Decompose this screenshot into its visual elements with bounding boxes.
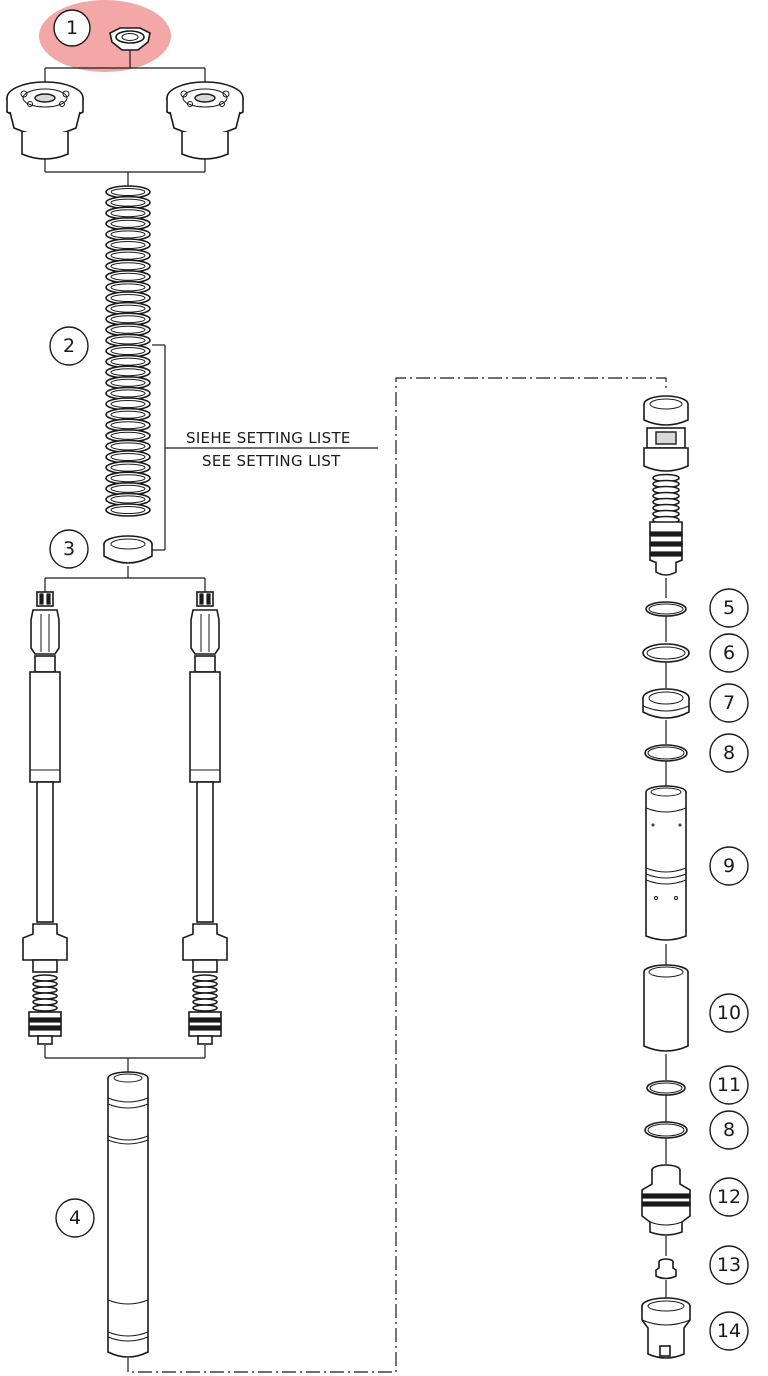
part-10-tube (643, 964, 689, 1080)
part-5-o-ring (645, 601, 687, 642)
callout-8-upper: 8 (709, 733, 749, 773)
part-6-ring (642, 643, 690, 688)
part-8-o-ring-lower (644, 1121, 688, 1164)
svg-text:7: 7 (723, 692, 735, 714)
svg-text:12: 12 (717, 1186, 741, 1208)
callout-1: 1 (53, 9, 91, 47)
svg-text:14: 14 (717, 1320, 741, 1342)
part-3-spring-seat (44, 535, 206, 592)
svg-text:3: 3 (63, 538, 75, 560)
part-11-o-ring (646, 1080, 686, 1122)
svg-text:11: 11 (717, 1074, 741, 1096)
callout-5: 5 (709, 588, 749, 628)
part-2-spring (105, 185, 151, 517)
part-12-base-valve (641, 1164, 691, 1256)
callout-7: 7 (709, 683, 749, 723)
svg-text:8: 8 (723, 742, 735, 764)
part-13-nut (655, 1258, 677, 1298)
svg-text:10: 10 (717, 1002, 741, 1024)
callout-6: 6 (709, 633, 749, 673)
part-8-o-ring-upper (644, 744, 688, 786)
svg-text:4: 4 (69, 1207, 81, 1229)
callout-11: 11 (709, 1065, 749, 1105)
part-1-nut-and-caps (6, 27, 244, 186)
callout-4: 4 (55, 1198, 95, 1238)
callout-14: 14 (709, 1311, 749, 1351)
damper-cartridge-left (22, 591, 68, 1045)
callout-13: 13 (709, 1245, 749, 1285)
setting-note-line-2: SEE SETTING LIST (202, 452, 341, 470)
setting-bracket (152, 344, 378, 551)
part-4-cartridge-tube (107, 1071, 149, 1358)
part-9-sleeve (645, 785, 687, 966)
callout-12: 12 (709, 1177, 749, 1217)
callout-10: 10 (709, 993, 749, 1033)
svg-text:8: 8 (723, 1119, 735, 1141)
setting-note-line-1: SIEHE SETTING LISTE (186, 429, 351, 447)
valve-assembly-top (643, 395, 689, 598)
svg-text:13: 13 (717, 1254, 741, 1276)
callout-3: 3 (49, 529, 89, 569)
cartridge-bracket (44, 1045, 206, 1074)
svg-text:5: 5 (723, 597, 735, 619)
svg-text:2: 2 (63, 335, 75, 357)
part-14-end-cap (641, 1297, 691, 1359)
callout-9: 9 (709, 846, 749, 886)
damper-cartridge-right (182, 591, 228, 1045)
svg-text:6: 6 (723, 642, 735, 664)
callout-8-lower: 8 (709, 1110, 749, 1150)
svg-text:1: 1 (66, 17, 78, 39)
callout-2: 2 (49, 326, 89, 366)
part-7-bushing (642, 688, 690, 744)
svg-text:9: 9 (723, 855, 735, 877)
assembly-connector-line (127, 377, 667, 1373)
